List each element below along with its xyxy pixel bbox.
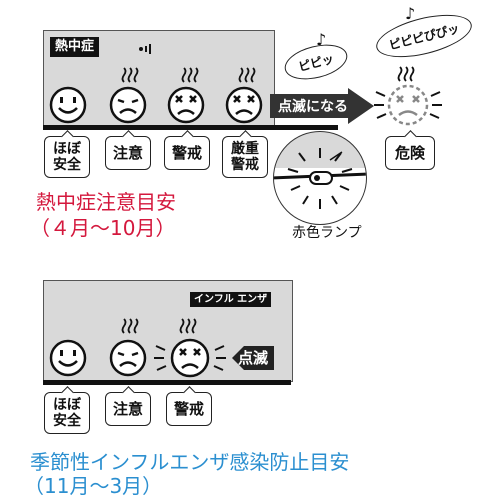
- red-lamp-label: 赤色ランプ: [292, 225, 362, 241]
- heat-wave-icon: [238, 67, 256, 83]
- influenza-caption-title: 季節性インフルエンザ感染防止目安: [30, 450, 350, 474]
- display-base-bar: [43, 380, 291, 385]
- level-label-danger: 危険: [385, 129, 435, 170]
- red-lamp-illustration: [273, 131, 367, 225]
- sound-bubble-2: ピピピぴぴッ: [372, 6, 476, 66]
- sound-bubble-1: ピピッ: [281, 38, 351, 86]
- influenza-caption-period: （11月〜3月）: [24, 474, 163, 498]
- smile-face-icon: [49, 339, 87, 377]
- music-note-icon: ♪: [405, 4, 416, 23]
- worried-face-icon: [109, 86, 147, 124]
- influenza-tag: インフル エンザ: [190, 292, 272, 307]
- level-label-safe: ほぼ 安全: [44, 129, 90, 178]
- heat-wave-icon: [121, 318, 139, 334]
- heatstroke-tag: 熱中症: [50, 37, 100, 57]
- display-base-bar: [43, 125, 338, 130]
- transition-arrow: [270, 88, 374, 124]
- level-label-caution: 注意: [105, 129, 151, 170]
- level-label-caution: 注意: [105, 385, 151, 426]
- heat-wave-icon: [397, 66, 415, 82]
- music-note-icon: ♪: [316, 30, 327, 49]
- level-label-safe: ほぼ 安全: [44, 385, 90, 434]
- signal-icon: [138, 40, 156, 59]
- heat-wave-icon: [181, 67, 199, 83]
- smile-face-icon: [49, 86, 87, 124]
- heatstroke-caption-title: 熱中症注意目安: [36, 190, 176, 214]
- level-label-warning: 警戒: [164, 129, 210, 170]
- heat-wave-icon: [121, 67, 139, 83]
- danger-face-icon: [374, 84, 442, 126]
- arrow-label: 点滅になる: [278, 99, 348, 115]
- level-label-warning: 警戒: [166, 385, 212, 426]
- worried-face-icon: [109, 339, 147, 377]
- cross-eyes-face-icon: [225, 86, 263, 124]
- flashing-cross-eyes-face-icon: [154, 338, 226, 378]
- cross-eyes-face-icon: [167, 86, 205, 124]
- heat-wave-icon: [179, 318, 197, 334]
- heatstroke-caption-period: （４月〜10月）: [30, 216, 176, 240]
- level-label-severe-warning: 厳重 警戒: [222, 129, 268, 178]
